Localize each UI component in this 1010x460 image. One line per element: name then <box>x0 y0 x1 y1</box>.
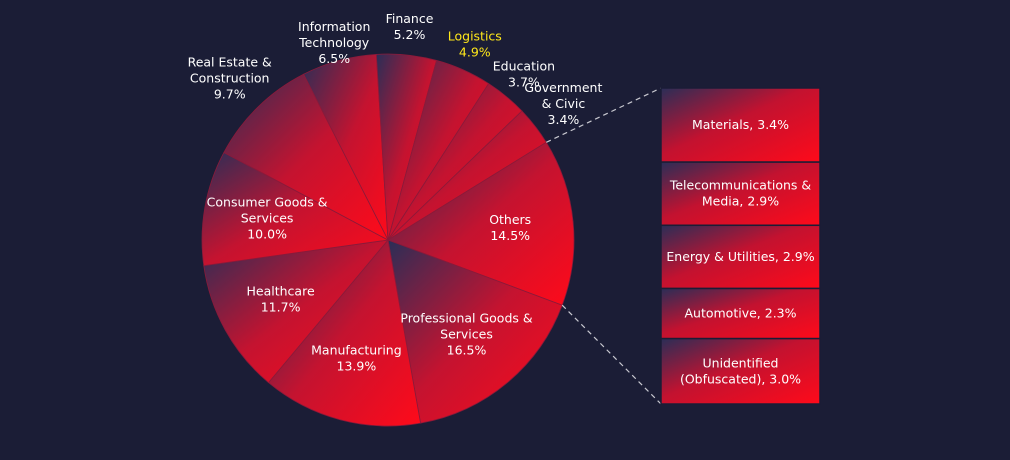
breakdown-segment-telecommunications-and-media <box>660 161 821 227</box>
breakdown-label-telecommunications-and-media: Telecommunications &Media, 2.9% <box>669 178 812 209</box>
breakdown-label-line: (Obfuscated), 3.0% <box>680 371 801 386</box>
slice-value-label: 3.4% <box>548 112 580 127</box>
breakdown-segment-energy-and-utilities <box>660 224 821 290</box>
slice-name-label: Real Estate & <box>188 55 272 70</box>
pie-slice-others <box>387 141 575 306</box>
pie-slice-manufacturing <box>267 239 422 427</box>
slice-name-label: Consumer Goods & <box>207 195 328 210</box>
slice-name-label: Information <box>298 19 370 34</box>
breakdown-label-automotive: Automotive, 2.3% <box>684 306 796 321</box>
slice-value-label: 4.9% <box>459 44 491 59</box>
breakdown-segment-materials <box>660 87 821 163</box>
breakdown-label-line: Energy & Utilities, 2.9% <box>666 249 814 264</box>
breakdown-label-unidentified-obfuscated: Unidentified(Obfuscated), 3.0% <box>680 355 801 386</box>
slice-value-label: 5.2% <box>394 27 426 42</box>
breakdown-label-line: Telecommunications & <box>669 178 812 193</box>
slice-value-label: 10.0% <box>247 227 287 242</box>
others-breakdown-bar: Materials, 3.4% Telecommunications &Media… <box>660 87 821 405</box>
slice-value-label: 6.5% <box>318 51 350 66</box>
breakdown-label-line: Automotive, 2.3% <box>684 306 796 321</box>
slice-name-label: Manufacturing <box>311 343 402 358</box>
slice-name-label: Government <box>524 80 602 95</box>
slice-value-label: 11.7% <box>261 300 301 315</box>
slice-name-label: & Civic <box>542 96 586 111</box>
connector-bottom <box>561 304 662 405</box>
slice-name-label: Services <box>440 326 493 341</box>
slice-value-label: 13.9% <box>337 359 377 374</box>
breakdown-connectors <box>546 87 662 405</box>
pie-slice-professional-goods-and-services <box>387 239 563 424</box>
breakdown-segment-unidentified-obfuscated <box>660 337 821 405</box>
slice-name-label: Healthcare <box>247 284 315 299</box>
breakdown-label-line: Media, 2.9% <box>702 194 779 209</box>
slice-value-label: 9.7% <box>214 87 246 102</box>
slice-value-label: 3.7% <box>508 75 540 90</box>
pie-slices <box>201 53 575 427</box>
pie-slice-healthcare <box>203 239 389 384</box>
connector-top <box>546 87 662 143</box>
breakdown-label-line: Unidentified <box>703 355 779 370</box>
slice-name-label: Education <box>493 59 555 74</box>
slice-name-label: Technology <box>298 35 370 50</box>
slice-name-label: Logistics <box>448 28 502 43</box>
slice-name-label: Others <box>489 212 531 227</box>
slice-name-label: Construction <box>190 71 270 86</box>
breakdown-label-materials: Materials, 3.4% <box>692 117 789 132</box>
slice-name-label: Professional Goods & <box>400 310 532 325</box>
breakdown-label-line: Materials, 3.4% <box>692 117 789 132</box>
slice-name-label: Finance <box>386 11 434 26</box>
pie-slice-real-estate-and-construction <box>223 73 389 241</box>
slice-value-label: 14.5% <box>490 228 530 243</box>
slice-name-label: Services <box>241 211 294 226</box>
breakdown-label-energy-and-utilities: Energy & Utilities, 2.9% <box>666 249 814 264</box>
slice-value-label: 16.5% <box>447 342 487 357</box>
pie-slice-consumer-goods-and-services <box>201 151 390 267</box>
